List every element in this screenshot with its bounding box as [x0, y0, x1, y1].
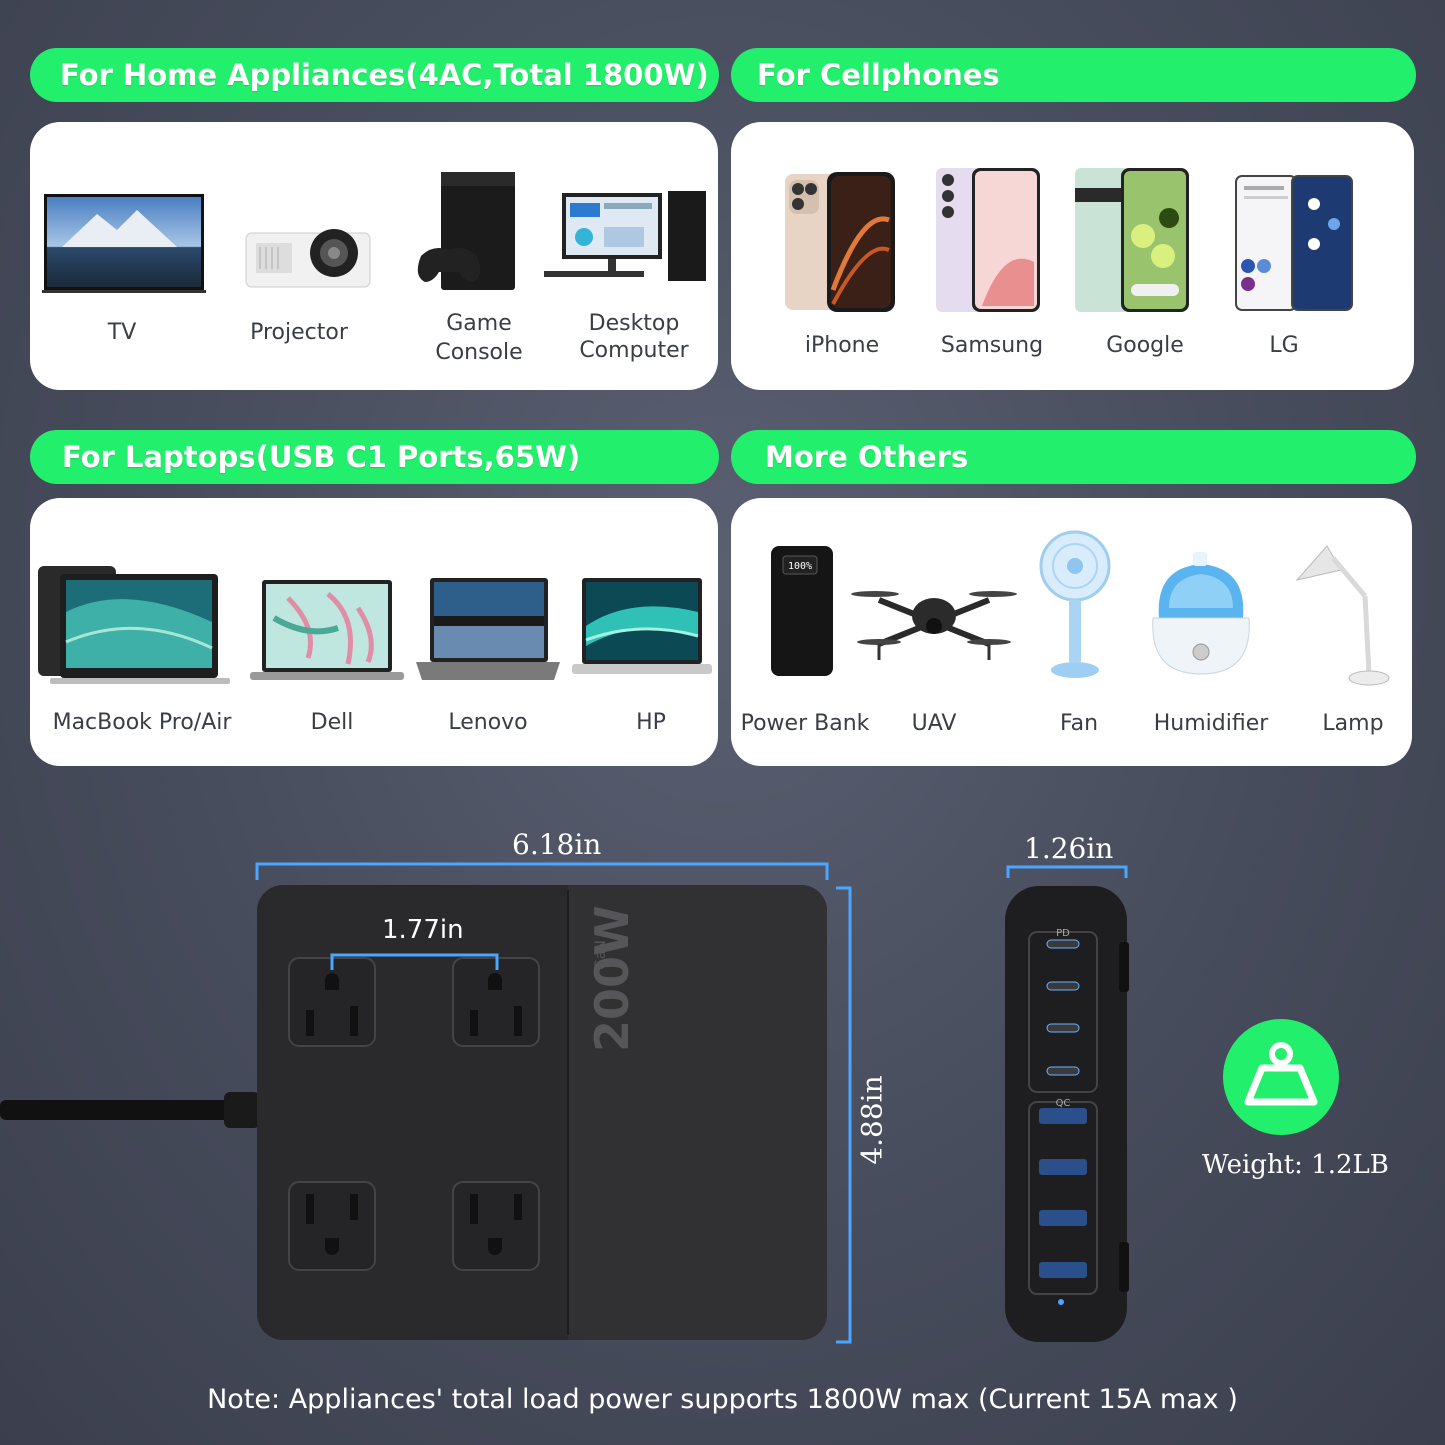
hp-label: HP: [636, 710, 666, 735]
usb-c-port: [1046, 1023, 1080, 1033]
dell-laptop-icon: [250, 580, 404, 680]
humidifier-icon: [1152, 552, 1250, 675]
iphone-icon: [785, 172, 895, 312]
lenovo-laptop-icon: [416, 578, 560, 680]
branding-200w: 200W: [585, 905, 639, 1052]
ac-outlet: [452, 1181, 540, 1271]
more-others-heading: More Others: [731, 430, 1416, 484]
drone-icon: [851, 591, 1017, 660]
samsung-phone-icon: [936, 168, 1040, 312]
usb-c-port: [1046, 1066, 1080, 1076]
weight-label: Weight: 1.2LB: [1202, 1150, 1389, 1180]
desktop-computer-label: Desktop Computer: [579, 311, 689, 363]
power-bank-icon: 100%: [771, 546, 833, 676]
power-strip-front-view: 200W GaN: [0, 862, 852, 1344]
pd-label: PD: [1056, 928, 1070, 939]
tv-icon: [42, 194, 206, 293]
fan-icon: [1039, 530, 1111, 678]
lg-label: LG: [1269, 333, 1299, 358]
game-console-icon: [417, 172, 515, 290]
cellphones-heading: For Cellphones: [731, 48, 1416, 102]
macbook-label: MacBook Pro/Air: [52, 710, 232, 735]
projector-label: Projector: [250, 320, 348, 345]
laptops-card: MacBook Pro/Air Dell Lenovo HP: [30, 498, 718, 766]
indicator-light: [1058, 1299, 1064, 1305]
branding-gan: GaN: [593, 940, 609, 970]
desktop-computer-icon: [544, 191, 706, 281]
depth-dimension: 1.26in: [1024, 832, 1114, 865]
lenovo-label: Lenovo: [448, 710, 528, 735]
power-bank-label: Power Bank: [740, 711, 870, 736]
width-dimension: 6.18in: [512, 828, 602, 861]
google-phone-icon: [1075, 168, 1189, 312]
uav-label: UAV: [911, 711, 957, 736]
height-dimension: 4.88in: [855, 1075, 889, 1165]
lg-phone-icon: [1235, 175, 1353, 311]
home-appliances-card: TV Projector Game Console Desktop Comput…: [30, 122, 718, 390]
laptops-heading: For Laptops(USB C1 Ports,65W): [30, 430, 719, 484]
usb-a-port: [1039, 1210, 1087, 1226]
projector-icon: [245, 229, 371, 288]
usb-a-port: [1039, 1108, 1087, 1124]
more-others-card: 100% Power Bank UAV Fan Humidifier Lamp: [731, 498, 1412, 766]
google-label: Google: [1106, 333, 1184, 358]
macbook-icon: [38, 566, 230, 684]
usb-a-port: [1039, 1159, 1087, 1175]
load-power-note: Note: Appliances' total load power suppo…: [207, 1384, 1238, 1415]
samsung-label: Samsung: [940, 333, 1044, 358]
tv-label: TV: [107, 320, 137, 345]
humidifier-label: Humidifier: [1153, 711, 1269, 736]
cellphones-card: iPhone Samsung Google LG: [731, 122, 1414, 390]
lamp-icon: [1295, 545, 1390, 686]
lamp-label: Lamp: [1322, 711, 1384, 736]
weight-icon: [1223, 1019, 1339, 1135]
power-strip-side-view: PD QC: [1005, 865, 1129, 1342]
ac-outlet: [288, 957, 376, 1047]
ac-outlet: [288, 1181, 376, 1271]
fan-label: Fan: [1059, 711, 1099, 736]
dell-label: Dell: [310, 710, 354, 735]
power-bank-display: 100%: [788, 561, 812, 572]
usb-a-port: [1039, 1262, 1087, 1278]
ac-outlet: [452, 957, 540, 1047]
qc-label: QC: [1056, 1098, 1071, 1109]
usb-c-port: [1046, 981, 1080, 991]
home-appliances-heading: For Home Appliances(4AC,Total 1800W): [30, 48, 719, 102]
outlet-spacing-dimension: 1.77in: [382, 915, 464, 945]
iphone-label: iPhone: [804, 333, 880, 358]
game-console-label: Game Console: [435, 311, 523, 365]
hp-laptop-icon: [572, 578, 712, 674]
usb-c-port: [1046, 939, 1080, 949]
